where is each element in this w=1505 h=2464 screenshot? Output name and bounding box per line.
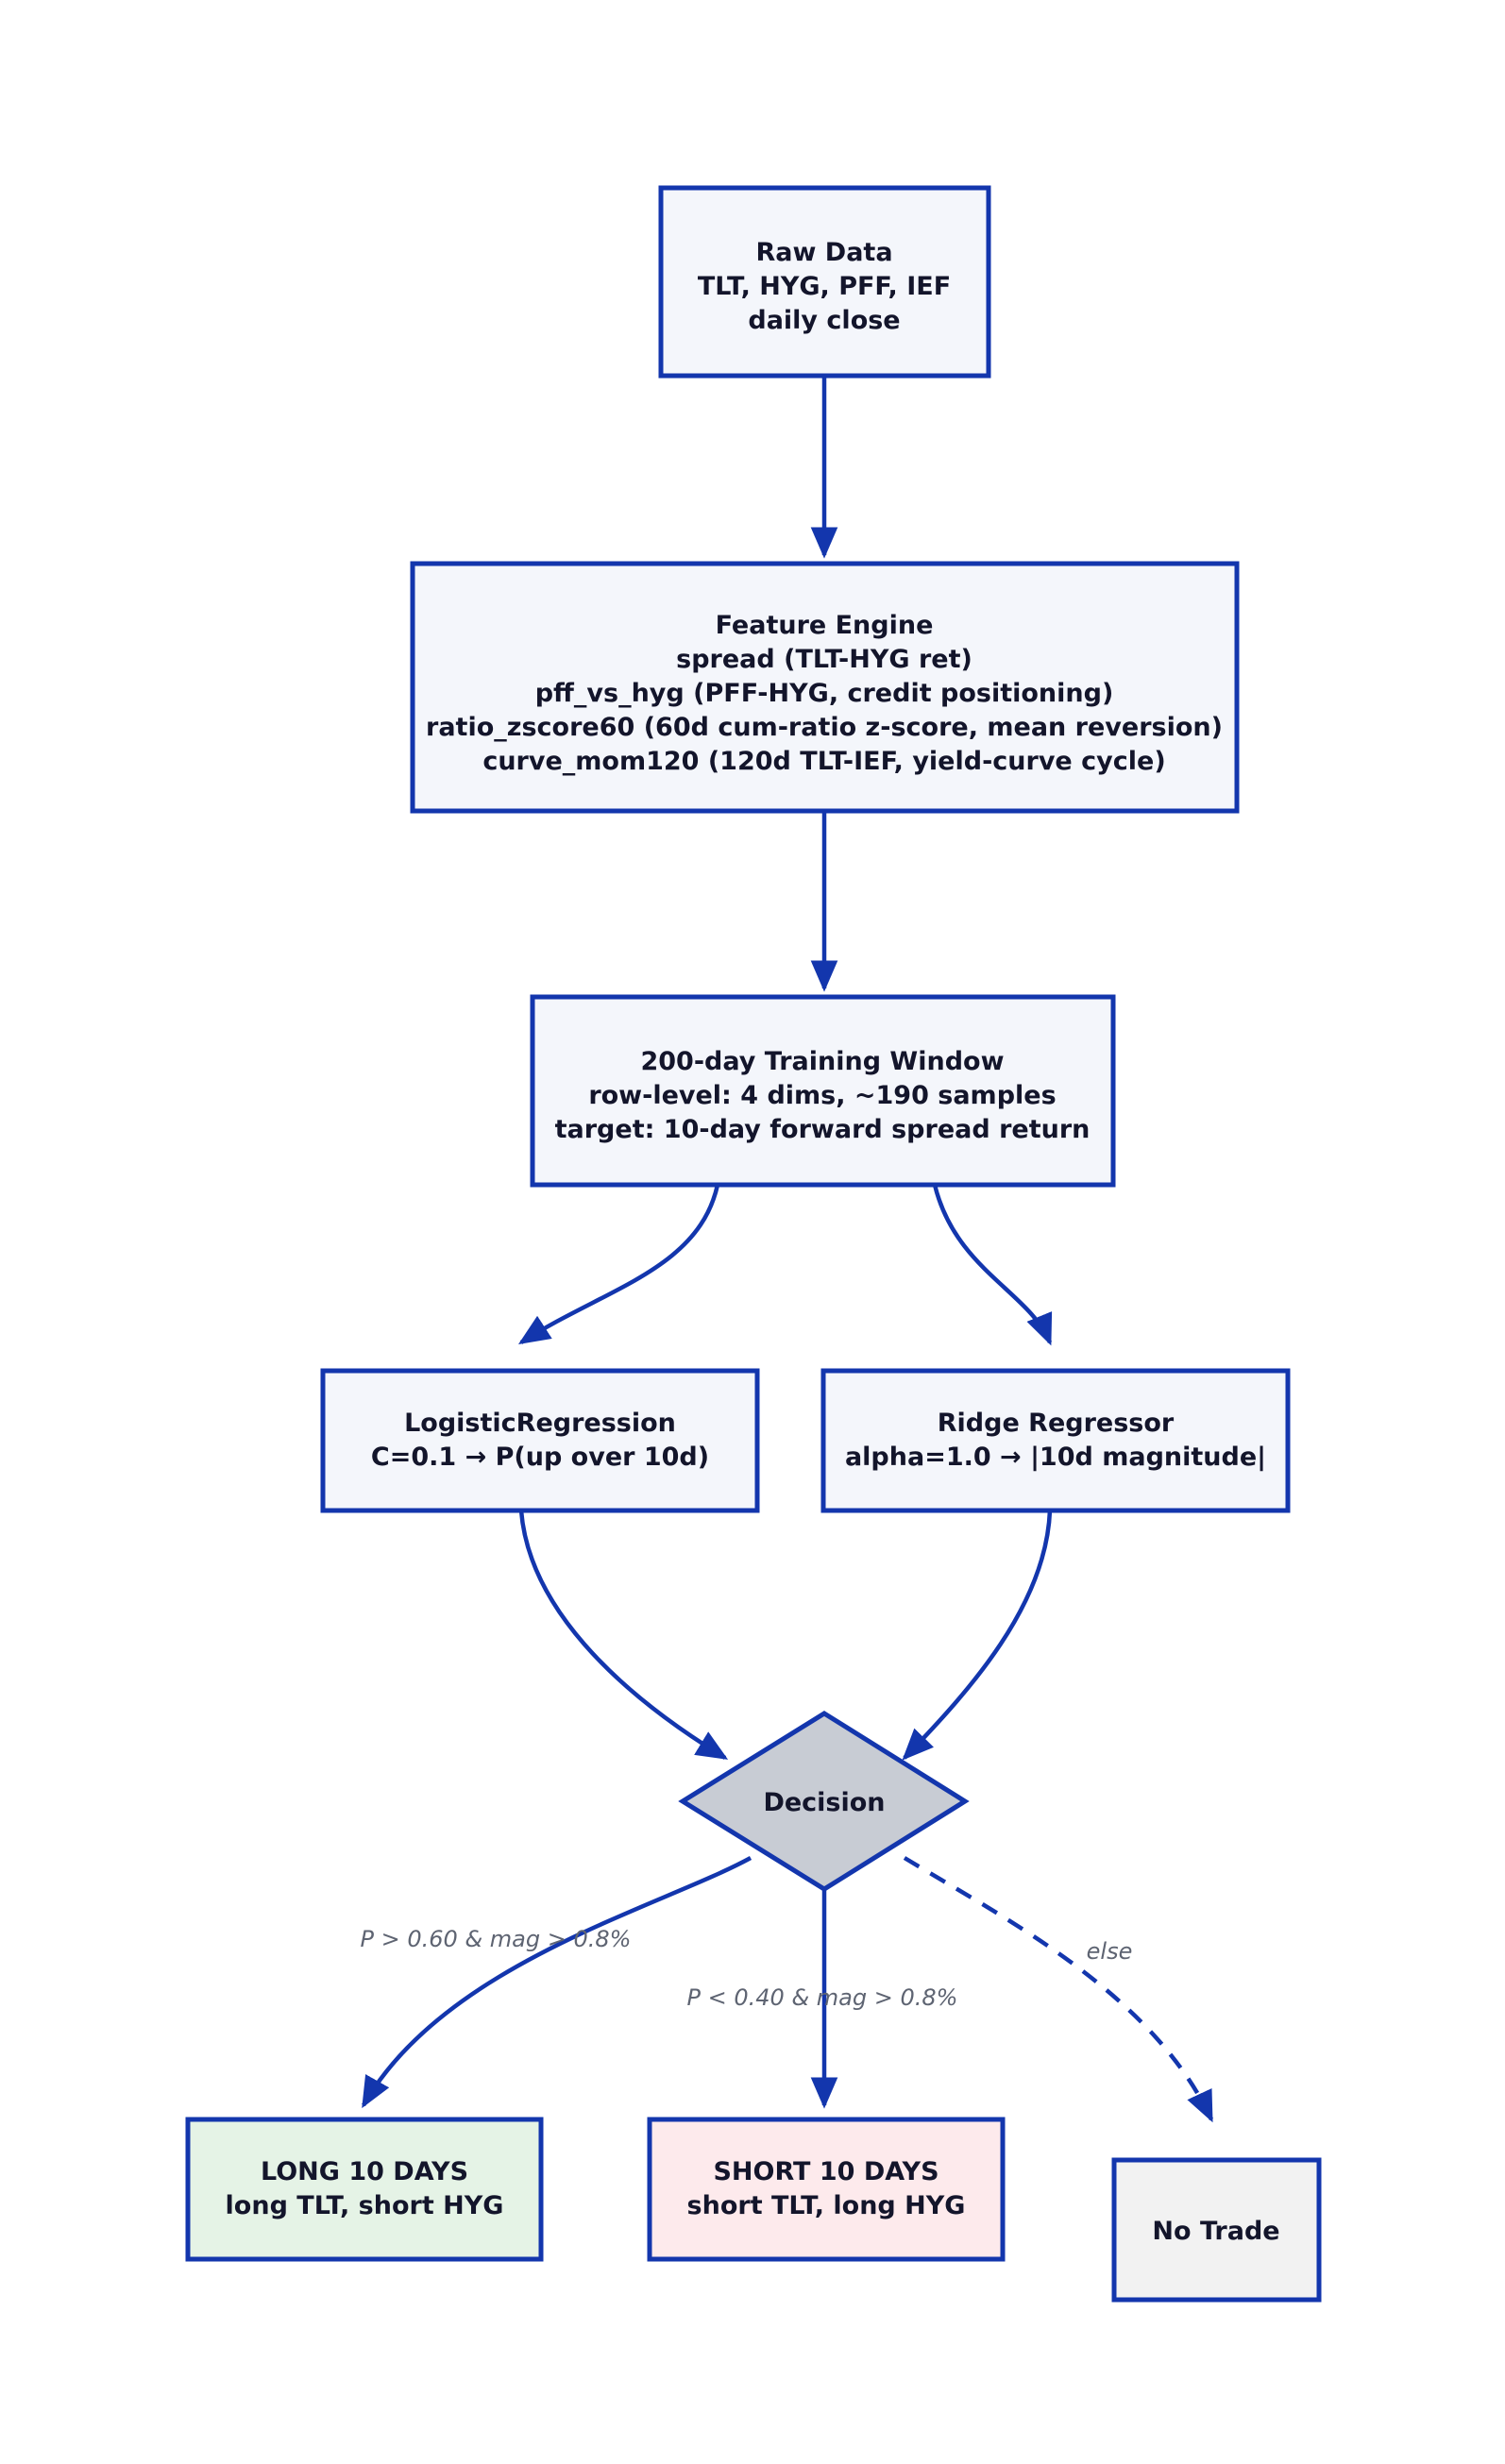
training-window-line-0: 200-day Training Window [640,1047,1004,1076]
decision-diamond[interactable] [678,1711,970,1892]
raw-data-box[interactable] [658,185,991,379]
node-feature-engine[interactable]: Feature Engine spread (TLT-HYG ret) pff_… [410,561,1240,814]
no-trade-label: No Trade [1152,2217,1279,2246]
edge-label-long-branch: P > 0.60 & mag > 0.8% [361,1926,632,1952]
feature-engine-box[interactable] [410,561,1240,814]
training-window-box[interactable] [530,994,1116,1188]
raw-data-line-0: Raw Data [755,238,892,267]
logistic-regression-box[interactable] [320,1368,760,1513]
node-short-trade[interactable]: SHORT 10 DAYS short TLT, long HYG [647,2117,1006,2262]
feature-engine-line-4: curve_mom120 (120d TLT-IEF, yield-curve … [482,747,1165,776]
ridge-regressor-line-0: Ridge Regressor [938,1409,1175,1438]
training-window-line-1: row-level: 4 dims, ~190 samples [588,1081,1056,1110]
edge-ridge-to-decision [902,1510,1053,1761]
feature-engine-line-2: pff_vs_hyg (PFF-HYG, credit positioning) [535,679,1114,708]
edge-label-short-branch: P < 0.40 & mag > 0.8% [687,1984,958,2011]
long-trade-line-1: long TLT, short HYG [226,2191,504,2220]
logistic-regression-line-0: LogisticRegression [404,1409,676,1438]
edge-logistic-to-decision [518,1510,729,1760]
edge-trainingwindow-to-logistic [517,1184,720,1344]
edge-labels-layer: P > 0.60 & mag > 0.8% P < 0.40 & mag > 0… [361,1926,1133,2011]
raw-data-line-1: TLT, HYG, PFF, IEF [698,272,951,301]
node-ridge-regressor[interactable]: Ridge Regressor alpha=1.0 → |10d magnitu… [820,1368,1291,1513]
feature-engine-line-0: Feature Engine [716,611,934,640]
node-long-trade[interactable]: LONG 10 DAYS long TLT, short HYG [185,2117,544,2262]
training-window-line-2: target: 10-day forward spread return [555,1115,1091,1144]
node-decision[interactable]: Decision [678,1711,970,1892]
long-trade-line-0: LONG 10 DAYS [261,2157,468,2186]
feature-engine-line-3: ratio_zscore60 (60d cum-ratio z-score, m… [426,713,1223,742]
raw-data-line-2: daily close [748,306,900,335]
short-trade-line-1: short TLT, long HYG [687,2191,966,2220]
node-no-trade[interactable]: No Trade [1111,2157,1322,2303]
decision-label: Decision [763,1788,885,1817]
ridge-regressor-line-1: alpha=1.0 → |10d magnitude| [845,1443,1266,1472]
node-raw-data[interactable]: Raw Data TLT, HYG, PFF, IEF daily close [658,185,991,379]
edge-label-else-branch: else [1087,1938,1133,1965]
short-trade-line-0: SHORT 10 DAYS [713,2157,939,2186]
node-logistic-regression[interactable]: LogisticRegression C=0.1 → P(up over 10d… [320,1368,760,1513]
short-trade-box[interactable] [647,2117,1006,2262]
ridge-regressor-box[interactable] [820,1368,1291,1513]
long-trade-box[interactable] [185,2117,544,2262]
edge-decision-to-notrade [903,1856,1214,2123]
feature-engine-line-1: spread (TLT-HYG ret) [676,645,972,674]
edge-trainingwindow-to-ridge [932,1184,1053,1346]
edges-layer [362,376,1214,2123]
no-trade-box[interactable] [1111,2157,1322,2303]
node-training-window[interactable]: 200-day Training Window row-level: 4 dim… [530,994,1116,1188]
logistic-regression-line-1: C=0.1 → P(up over 10d) [371,1443,709,1472]
edge-decision-to-long [362,1856,752,2109]
